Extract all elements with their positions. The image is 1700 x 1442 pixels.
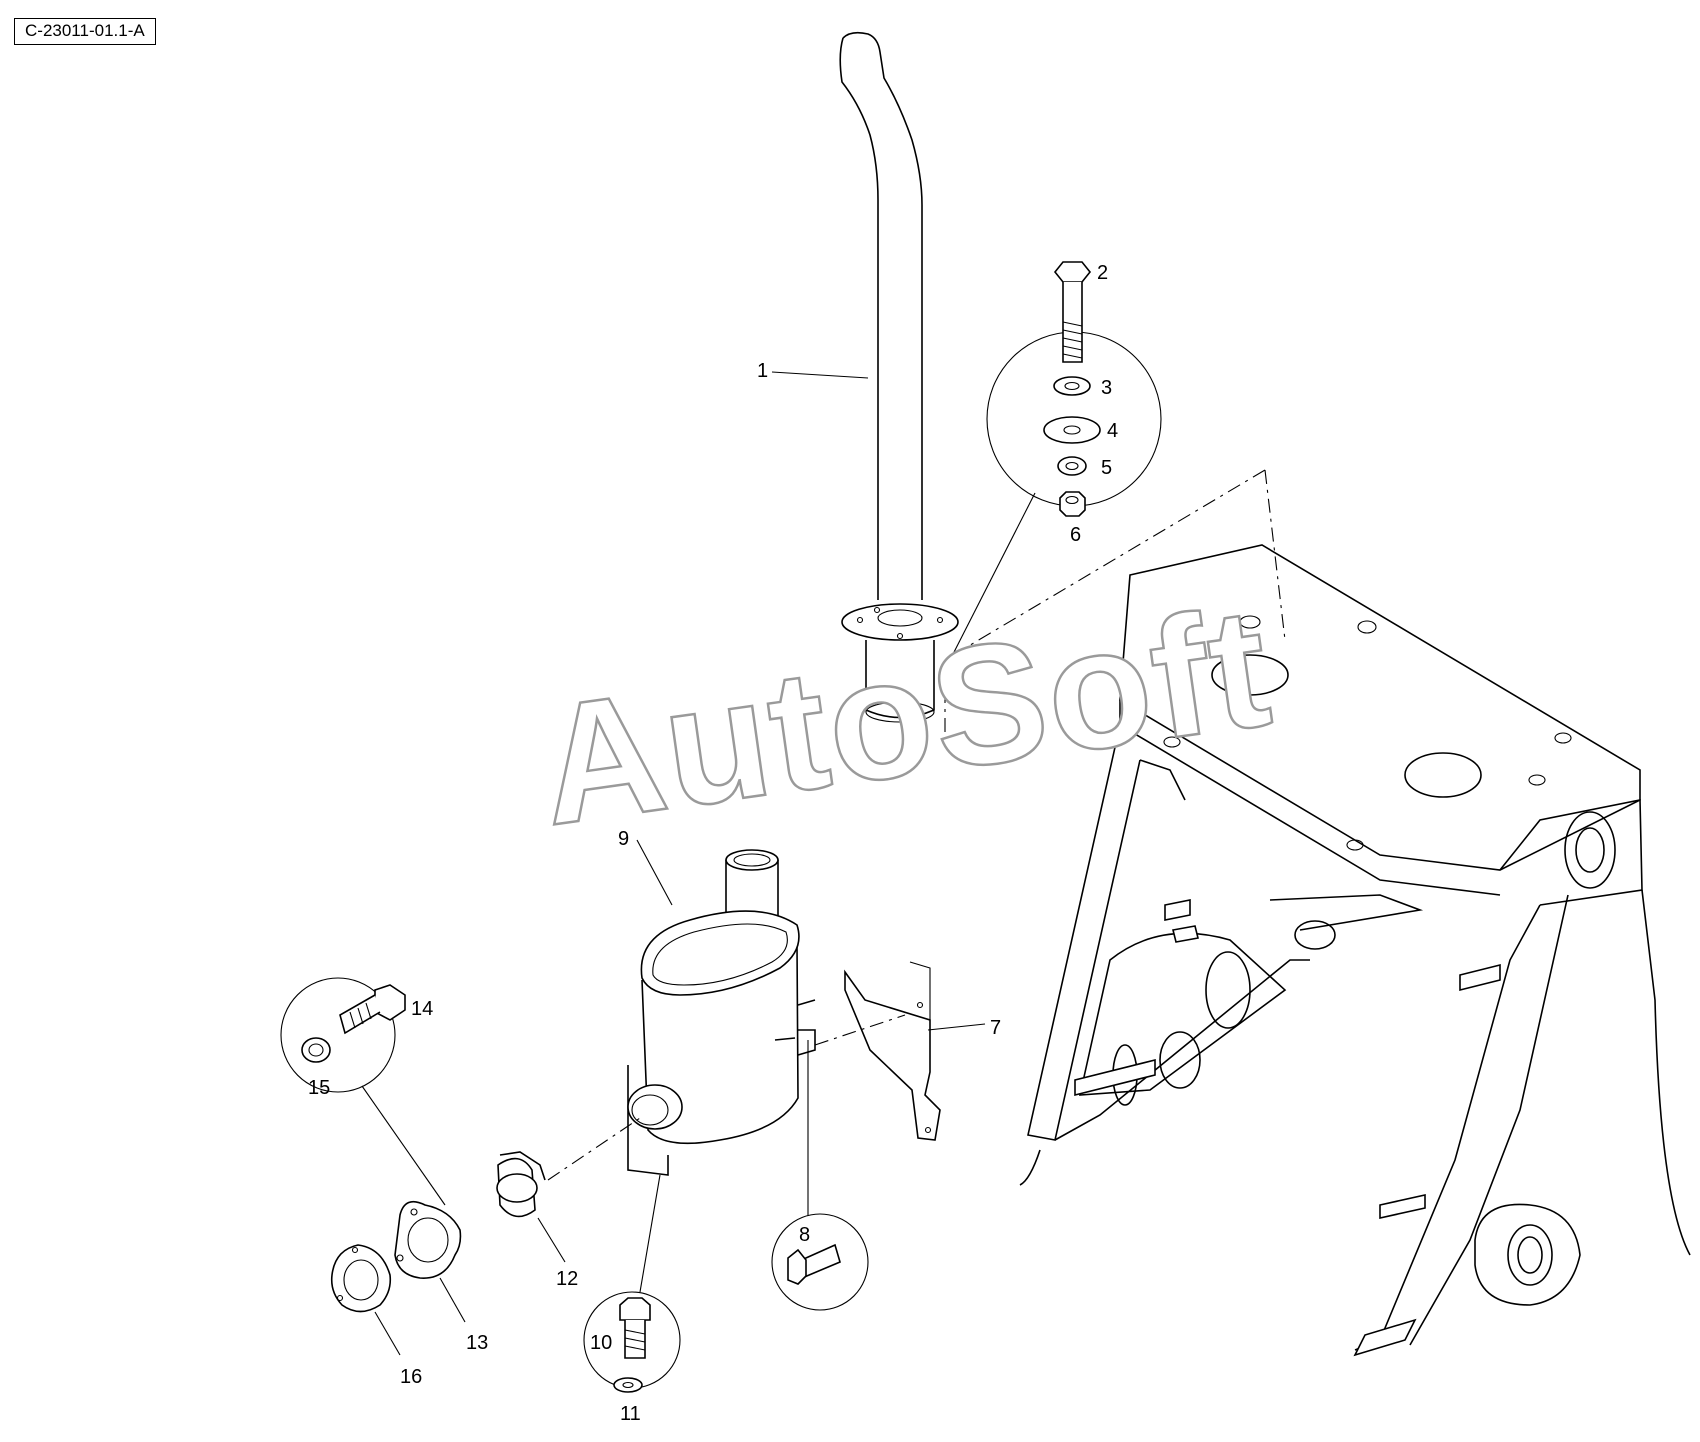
detail-circle-part-8 <box>771 1040 869 1311</box>
part-7-bracket <box>814 961 941 1141</box>
callout-5: 5 <box>1101 457 1112 479</box>
part-10-bolt <box>619 1297 651 1321</box>
part-9-muffler <box>547 849 816 1181</box>
detail-circle-mounting-hardware <box>949 261 1162 661</box>
callout-2: 2 <box>1097 262 1108 284</box>
detail-circle-parts-10-11 <box>583 1174 681 1393</box>
callout-14: 14 <box>411 998 433 1020</box>
part-11-washer <box>613 1377 643 1393</box>
part-16-gasket <box>330 1244 401 1356</box>
callout-13: 13 <box>466 1332 488 1354</box>
part-4-washer <box>1043 416 1101 444</box>
part-5-lock-washer <box>1057 456 1087 476</box>
callout-4: 4 <box>1107 420 1118 442</box>
callout-10: 10 <box>590 1332 612 1354</box>
drawing-reference-code: C-23011-01.1-A <box>14 18 156 45</box>
callout-6: 6 <box>1070 524 1081 546</box>
part-14-bolt <box>374 984 406 1021</box>
callout-11: 11 <box>620 1403 641 1425</box>
callout-8: 8 <box>799 1224 810 1246</box>
callout-3: 3 <box>1101 377 1112 399</box>
callout-16: 16 <box>400 1366 422 1388</box>
loader-frame <box>944 469 1691 1357</box>
part-15-washer <box>301 1037 331 1063</box>
part-12-clamp <box>496 1151 566 1263</box>
part-1-exhaust-stack <box>839 31 959 723</box>
callout-15: 15 <box>308 1077 330 1099</box>
detail-circle-parts-14-15 <box>280 977 446 1206</box>
part-13-flange <box>394 1200 466 1323</box>
part-2-bolt-head <box>1053 261 1092 283</box>
callout-9: 9 <box>618 828 629 850</box>
part-8-bolt <box>787 1248 807 1285</box>
callout-7: 7 <box>990 1017 1001 1039</box>
callout-12: 12 <box>556 1268 578 1290</box>
callout-1: 1 <box>757 360 768 382</box>
part-3-washer <box>1053 376 1091 396</box>
